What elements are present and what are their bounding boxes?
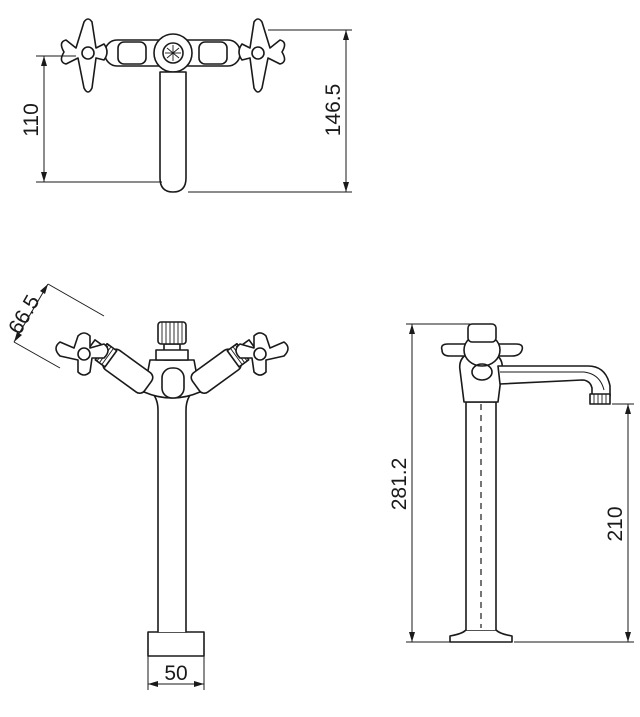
dimension-spout-height: 210 [514, 403, 634, 643]
side-view-handle [440, 323, 524, 381]
dimension-overall-depth: 146.5 [188, 29, 352, 193]
front-view-left-handle [55, 332, 109, 376]
side-view-base [449, 629, 513, 643]
front-view-right-handle [235, 332, 289, 376]
front-view-right-arm [190, 339, 257, 395]
dimension-base-width: 50 [147, 656, 205, 690]
front-view-top-cap [155, 321, 189, 361]
dimension-depth-label: 110 [20, 103, 43, 136]
dimension-overall-height: 281.2 [388, 323, 470, 643]
dimension-spout-height-label: 210 [604, 506, 627, 541]
dimension-depth: 110 [20, 55, 162, 183]
top-view-left-handle [60, 18, 108, 93]
dimension-overall-depth-label: 146.5 [322, 84, 345, 137]
front-view-column [149, 389, 195, 633]
front-view: 66.5 50 [4, 283, 289, 690]
top-view-right-handle [238, 18, 286, 93]
front-view-left-arm [87, 339, 154, 395]
side-view-spout [497, 365, 611, 405]
top-view-body [104, 33, 241, 73]
top-view: 110 146.5 [20, 18, 352, 193]
side-view: 281.2 210 [388, 323, 634, 643]
dimension-overall-height-label: 281.2 [388, 458, 411, 511]
dimension-handle-size-label: 66.5 [4, 291, 44, 338]
dimension-base-width-label: 50 [164, 662, 187, 685]
top-view-spout [159, 71, 187, 193]
front-view-base [147, 631, 205, 657]
